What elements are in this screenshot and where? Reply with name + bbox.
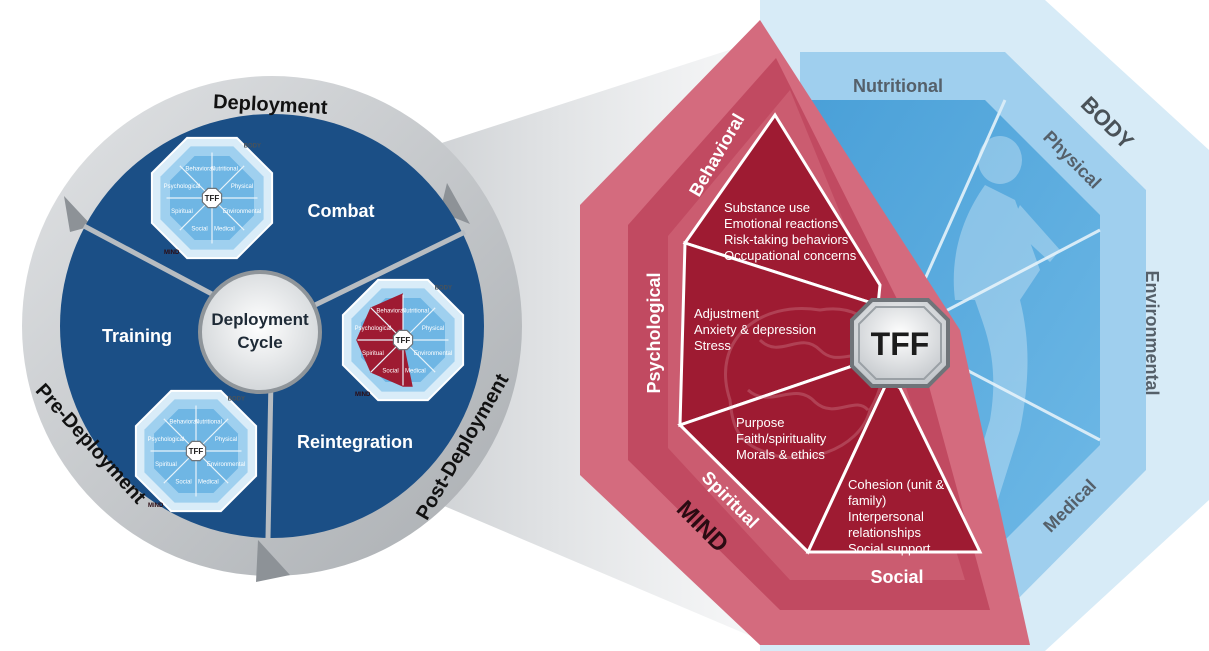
detail-item-behavioral: Emotional reactions — [724, 216, 839, 231]
mini-segment-label: Nutritional — [211, 167, 238, 173]
mini-body-label: BODY — [435, 285, 452, 291]
sector-label-combat: Combat — [308, 201, 375, 221]
detail-item-behavioral: Risk-taking behaviors — [724, 232, 849, 247]
sector-label-reintegration: Reintegration — [297, 432, 413, 452]
mini-segment-label: Spiritual — [171, 209, 193, 215]
cycle-center — [198, 270, 322, 394]
mini-segment-label: Physical — [215, 437, 237, 443]
mini-segment-label: Environmental — [414, 351, 452, 357]
detail-item-social: Social support — [848, 541, 931, 556]
mini-tff-label: TFF — [205, 194, 220, 203]
detail-item-social: family) — [848, 493, 886, 508]
tff-center-badge — [850, 298, 950, 388]
detail-item-social: Interpersonal — [848, 509, 924, 524]
mini-body-label: BODY — [244, 143, 261, 149]
segment-label-social: Social — [870, 567, 923, 587]
ring-arrow-bottom — [256, 540, 290, 582]
detail-item-behavioral: Occupational concerns — [724, 248, 857, 263]
detail-item-social: Cohesion (unit & — [848, 477, 944, 492]
mini-tff-badge — [201, 187, 223, 209]
mini-mind-label: MIND — [148, 503, 164, 509]
mini-segment-label: Medical — [214, 227, 235, 233]
tff-center-label: TFF — [871, 326, 930, 362]
mini-segment-label: Physical — [422, 326, 444, 332]
mini-segment-label: Behavioral — [185, 167, 213, 173]
segment-label-nutritional: Nutritional — [853, 76, 943, 96]
detail-item-psychological: Adjustment — [694, 306, 759, 321]
mini-segment-label: Medical — [198, 480, 219, 486]
mini-segment-label: Psychological — [164, 184, 201, 190]
detail-item-spiritual: Morals & ethics — [736, 447, 825, 462]
mini-tff-label: TFF — [396, 336, 411, 345]
mini-segment-label: Behavioral — [169, 420, 197, 426]
mini-segment-label: Social — [191, 227, 207, 233]
cycle-center-line1: Deployment — [211, 310, 309, 329]
mini-tff-badge — [185, 440, 207, 462]
sector-label-training: Training — [102, 326, 172, 346]
mini-segment-label: Environmental — [207, 462, 245, 468]
mini-segment-label: Social — [382, 369, 398, 375]
detail-item-social: relationships — [848, 525, 921, 540]
segment-label-psychological: Psychological — [644, 272, 664, 393]
mini-mind-label: MIND — [164, 250, 180, 256]
cycle-center-line2: Cycle — [237, 333, 282, 352]
mini-segment-label: Psychological — [148, 437, 185, 443]
detail-item-psychological: Stress — [694, 338, 731, 353]
detail-item-spiritual: Purpose — [736, 415, 784, 430]
mini-segment-label: Behavioral — [376, 309, 404, 315]
mini-segment-label: Physical — [231, 184, 253, 190]
ring-arrow-left — [64, 196, 92, 232]
mini-segment-label: Environmental — [223, 209, 261, 215]
mini-segment-label: Nutritional — [402, 309, 429, 315]
mini-mind-label: MIND — [355, 392, 371, 398]
deployment-cycle: Deployment Cycle Combat Training Reinteg… — [22, 76, 522, 582]
mini-tff-label: TFF — [189, 447, 204, 456]
mini-segment-label: Spiritual — [362, 351, 384, 357]
detail-item-behavioral: Substance use — [724, 200, 810, 215]
details-social: Cohesion (unit &family)Interpersonalrela… — [848, 477, 944, 556]
segment-label-environmental: Environmental — [1142, 270, 1162, 395]
detail-item-spiritual: Faith/spirituality — [736, 431, 827, 446]
runner-silhouette — [953, 136, 1060, 525]
mini-segment-label: Social — [175, 480, 191, 486]
detail-item-psychological: Anxiety & depression — [694, 322, 816, 337]
tff-octagon: Behavioral Psychological Spiritual Socia… — [580, 0, 1209, 651]
mini-segment-label: Psychological — [355, 326, 392, 332]
mini-segment-label: Spiritual — [155, 462, 177, 468]
mini-segment-label: Medical — [405, 369, 426, 375]
mini-tff-badge — [392, 329, 414, 351]
mini-segment-label: Nutritional — [195, 420, 222, 426]
tff-center-inner — [858, 306, 942, 380]
mini-body-label: BODY — [228, 396, 245, 402]
